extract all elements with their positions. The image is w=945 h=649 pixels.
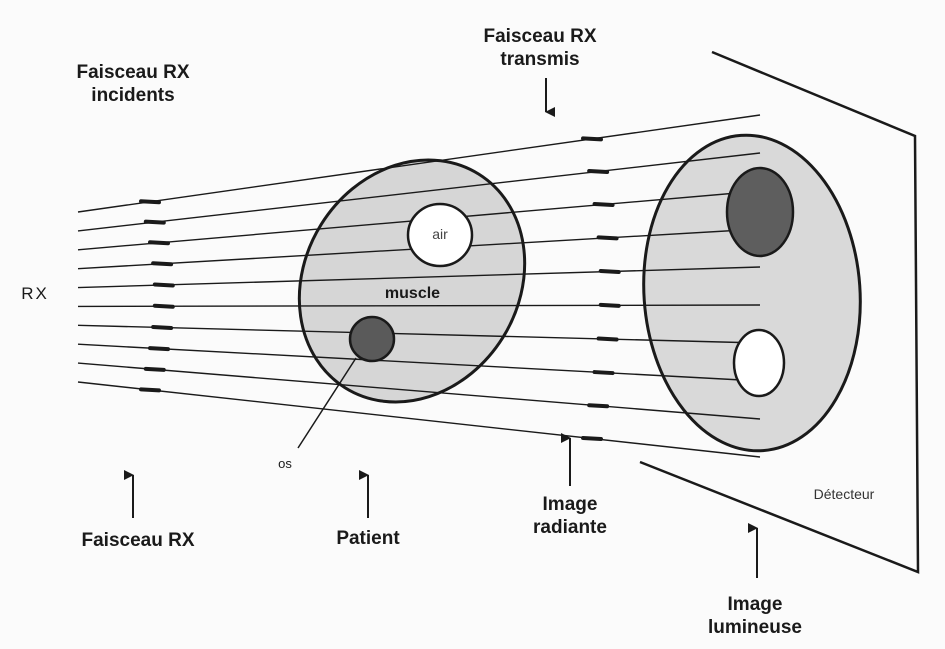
incident-wavefront-tick [152,303,175,309]
transmitted-wavefront-tick [592,370,615,376]
beam-ray [77,362,761,420]
transmitted-wavefront-tick [598,269,621,275]
bone-leader-line [297,357,357,449]
beam-ray [77,152,761,232]
transmitted-wavefront-tick [592,201,615,207]
beam-label: Faisceau RX [81,530,195,551]
transmitted-wavefront-tick [587,168,610,174]
incident-beam-label: Faisceau RX incidents [76,62,190,106]
incident-wavefront-tick [151,325,174,331]
detector-label: Détecteur [813,486,875,502]
incident-wavefront-tick [143,219,166,225]
beam-ray [77,304,761,308]
air-shadow-on-detector [732,328,786,398]
incident-wavefront-tick [151,261,174,267]
transmitted-wavefront-tick [587,403,610,409]
beam-ray [77,266,761,289]
patient-label: Patient [336,528,400,549]
incident-wavefront-tick [147,240,170,246]
air-label: air [432,226,448,242]
incident-wavefront-tick [152,282,175,288]
luminous-image-label: Image lumineuse [708,594,802,638]
detector-image-ellipse [642,133,862,453]
incident-wavefront-tick [147,346,170,352]
beam-ray [77,114,761,213]
beam-ray [77,324,761,344]
radiant-image-label: Image radiante [533,494,607,538]
transmitted-beam-label: Faisceau RX transmis [483,26,597,70]
transmitted-wavefront-tick [581,436,603,442]
incident-wavefront-tick [143,366,166,372]
transmitted-wavefront-tick [596,235,619,241]
bone-label: os [278,456,292,471]
incident-wavefront-tick [139,387,161,393]
transmitted-wavefront-tick [598,302,621,308]
rx-label: RX [21,284,49,303]
beam-ray [77,343,761,382]
muscle-label: muscle [384,285,441,302]
air-cavity [406,202,474,268]
transmitted-wavefront-tick [596,336,619,342]
bone-section [348,315,396,363]
incident-wavefront-tick [139,199,161,205]
transmitted-wavefront-tick [581,136,603,142]
detector-plane [639,50,920,574]
beam-ray [77,381,761,458]
bone-shadow-on-detector [725,166,795,258]
